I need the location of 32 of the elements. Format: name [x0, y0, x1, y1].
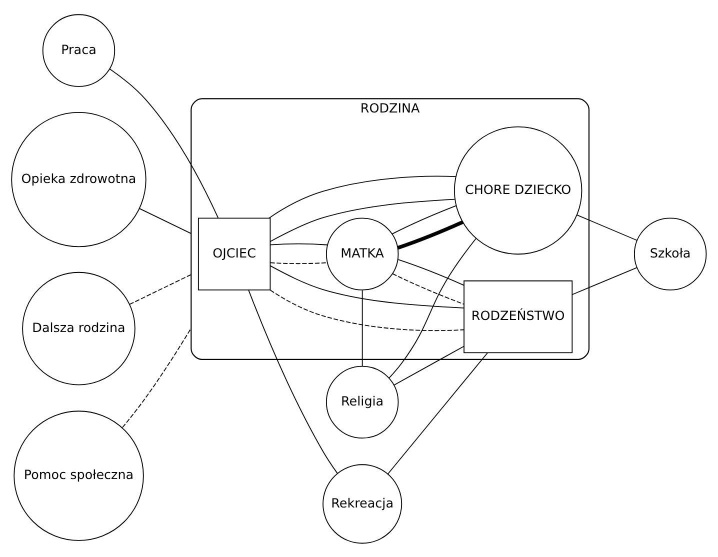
connector [392, 272, 464, 304]
connector [248, 289, 338, 474]
node-circle: Religia [326, 365, 399, 438]
node-circle: Rekreacja [322, 464, 402, 544]
node-circle: Praca [42, 14, 116, 86]
connector [139, 208, 192, 234]
connector [122, 327, 192, 428]
connector [129, 274, 192, 304]
node-circle: Pomoc społeczna [14, 410, 144, 540]
node-circle: MATKA [326, 217, 399, 290]
connector [388, 238, 476, 378]
node-circle: CHORE DZIECKO [454, 126, 582, 254]
connector [572, 266, 638, 294]
connector [270, 242, 328, 245]
node-box: RODZEŃSTWO [464, 280, 573, 353]
connector [270, 198, 456, 242]
connector [388, 352, 488, 474]
node-circle: Szkoła [634, 217, 707, 290]
node-circle: Dalsza rodzina [22, 271, 136, 385]
connector [270, 264, 464, 308]
connector [397, 220, 464, 250]
connector [362, 289, 363, 366]
connector [398, 258, 464, 286]
connector [392, 204, 457, 234]
node-box: OJCIEC [198, 217, 271, 290]
connector [576, 214, 638, 240]
node-circle: Opieka zdrowotna [11, 111, 146, 247]
connector [394, 345, 464, 386]
connector [270, 289, 464, 331]
connector [268, 175, 456, 218]
connector [109, 68, 219, 218]
connector [270, 262, 328, 264]
